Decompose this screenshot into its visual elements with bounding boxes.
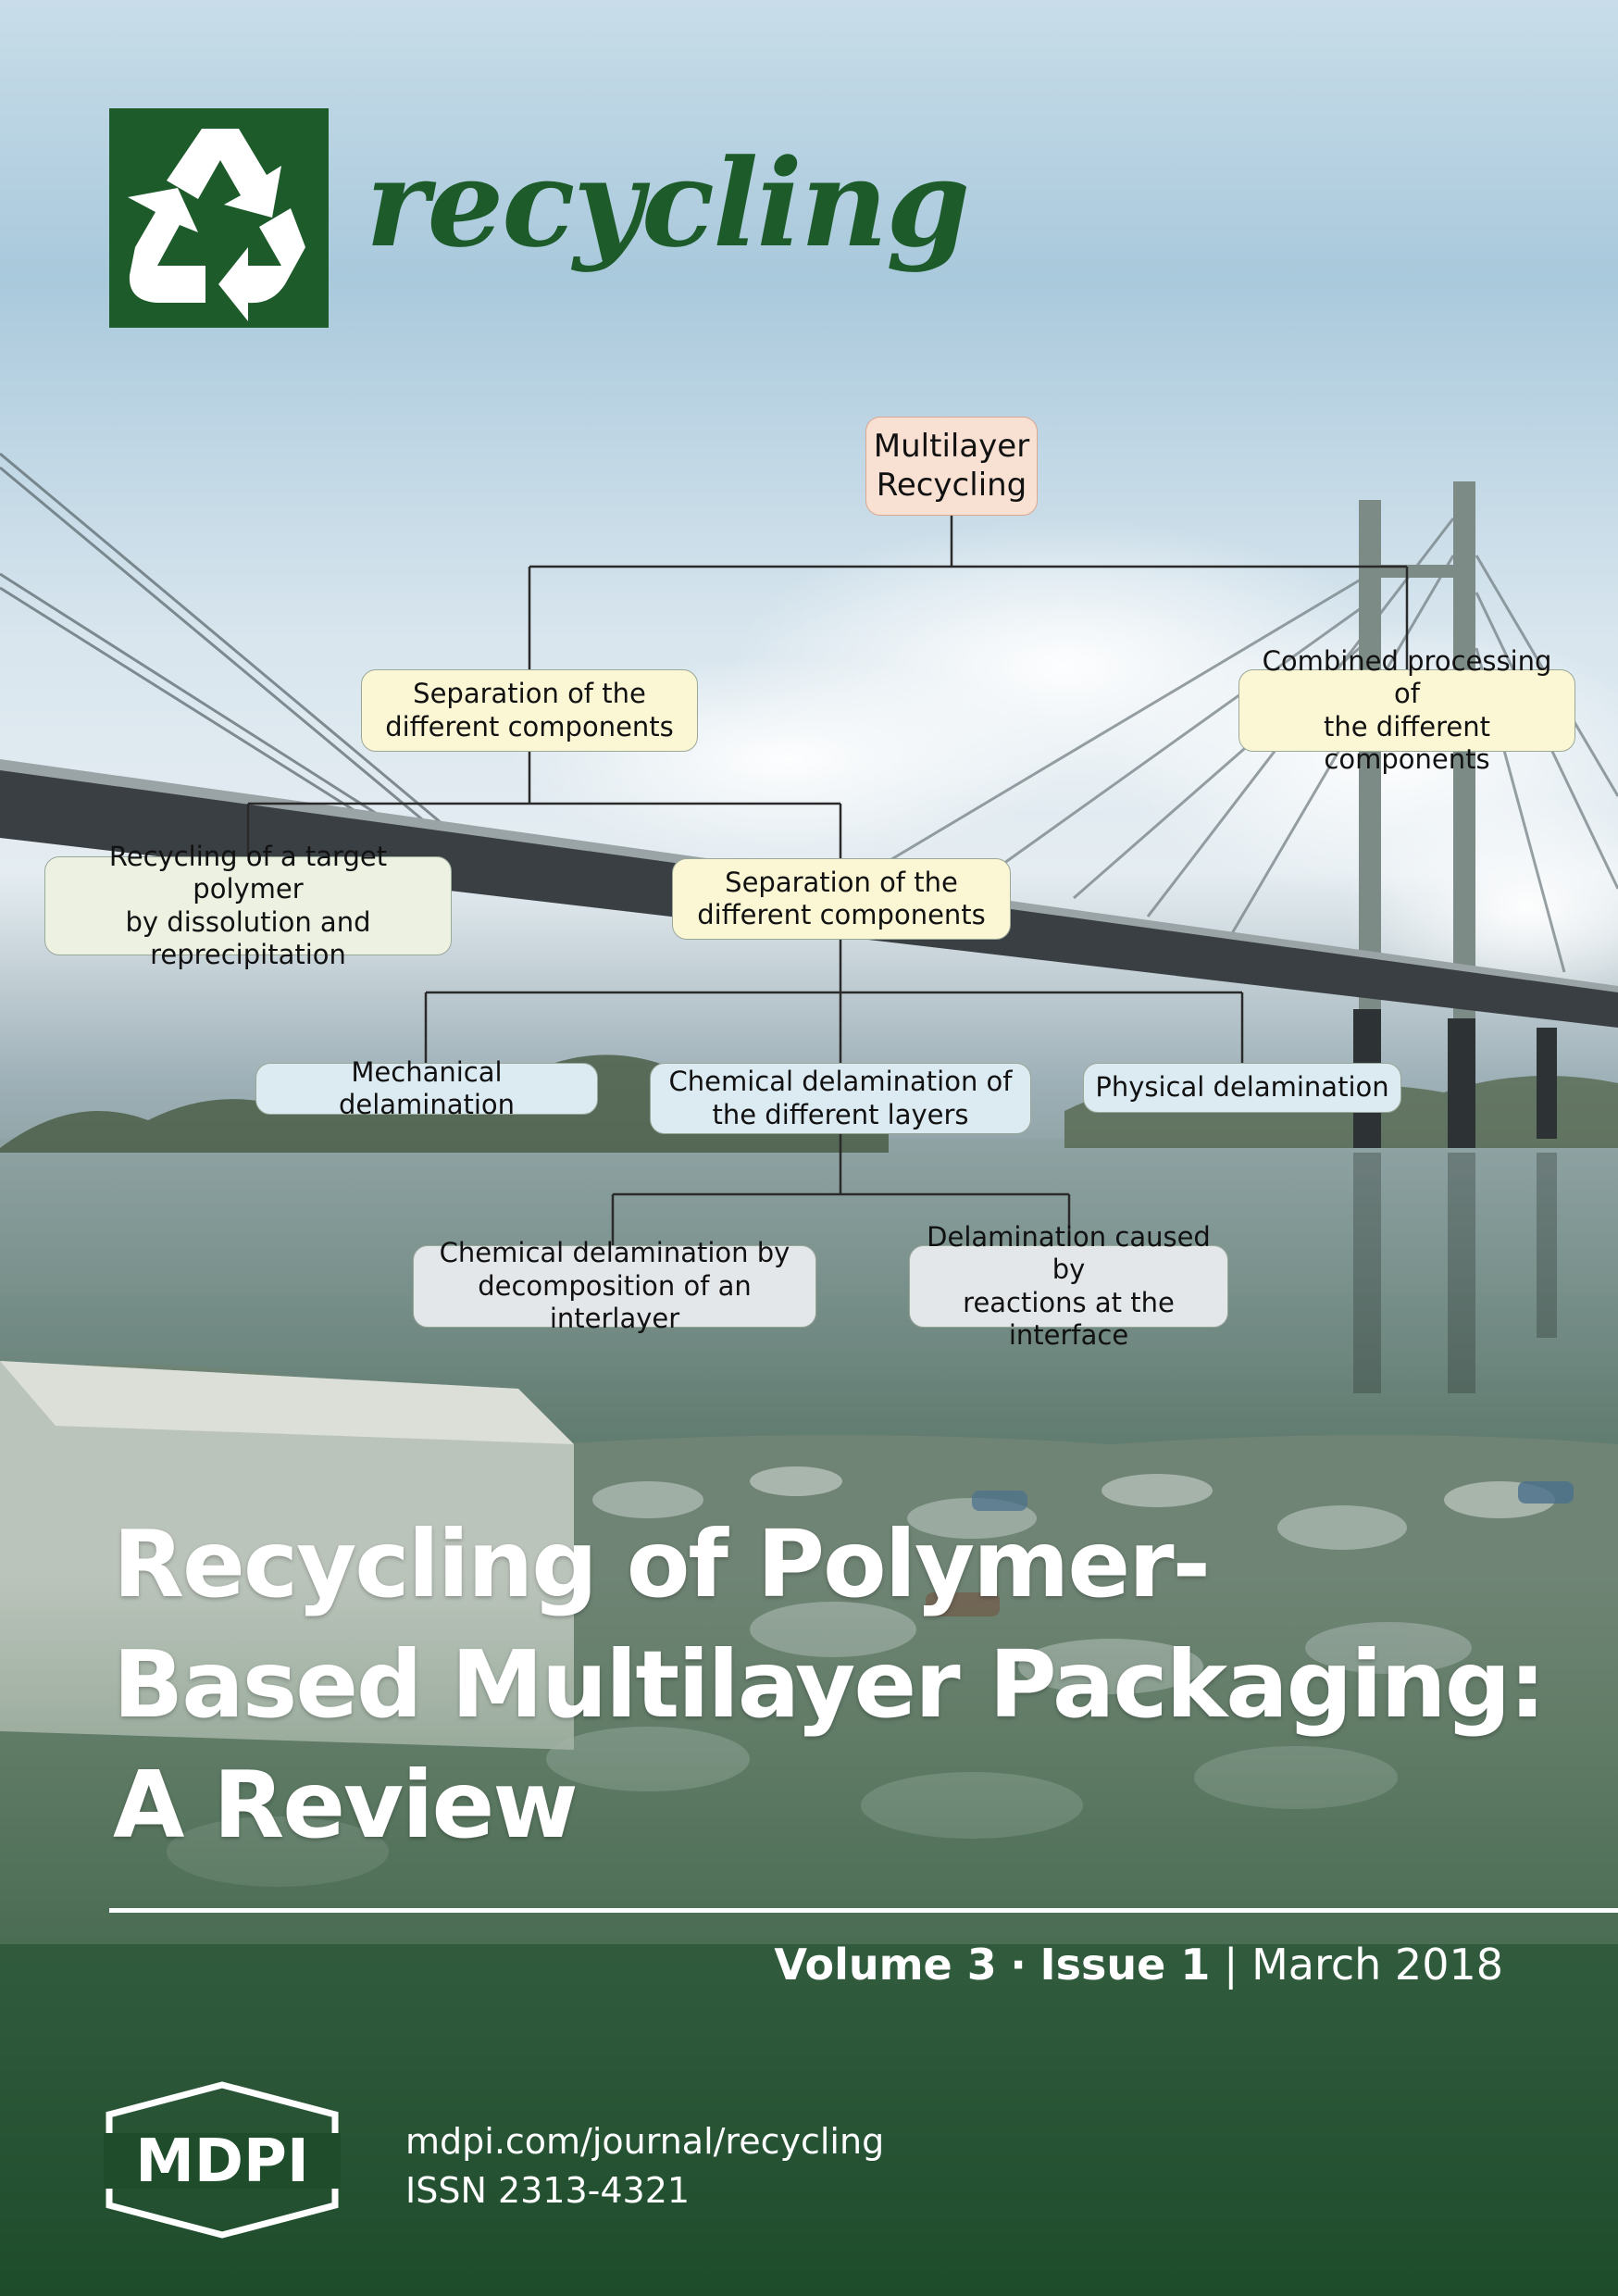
journal-name: recycling	[366, 132, 970, 274]
diagram-node-interlayer: Chemical delamination by decomposition o…	[413, 1237, 816, 1334]
publisher-logo: MDPI	[100, 2081, 344, 2239]
issue-info: Volume 3 · Issue 1 | March 2018	[774, 1940, 1503, 1990]
styrofoam-box	[0, 1361, 574, 1444]
diagram-node-separation-mid: Separation of the different components	[672, 858, 1011, 940]
divider	[109, 1908, 1618, 1913]
water-reflection	[1353, 1153, 1557, 1393]
bridge-pier	[1537, 1028, 1557, 1139]
bridge-pier	[1448, 1018, 1475, 1148]
mdpi-hexagon-icon: MDPI	[100, 2081, 344, 2239]
issue-separator: |	[1223, 1940, 1238, 1990]
publisher-name: MDPI	[135, 2128, 309, 2196]
issue-date: March 2018	[1251, 1940, 1503, 1990]
green-overlay	[0, 1944, 1618, 2296]
diagram-connectors	[246, 516, 1409, 1245]
title-line: A Review	[113, 1751, 579, 1859]
volume-label: Volume 3	[774, 1940, 997, 1990]
bridge-pylon	[1359, 565, 1475, 578]
journal-url[interactable]: mdpi.com/journal/recycling	[405, 2121, 885, 2162]
footer-info: mdpi.com/journal/recycling ISSN 2313-432…	[405, 2117, 884, 2215]
article-title: Recycling of Polymer- Based Multilayer P…	[113, 1504, 1546, 1866]
journal-logo	[109, 108, 329, 328]
diagram-node-mechanical: Mechanical delamination	[255, 1056, 598, 1120]
bridge-cables	[0, 452, 454, 840]
issue-dot: ·	[1010, 1940, 1027, 1990]
recycle-icon	[128, 129, 305, 321]
diagram-node-physical: Physical delamination	[1083, 1063, 1401, 1113]
diagram-node-combined: Combined processing of the different com…	[1238, 645, 1575, 775]
title-line: Recycling of Polymer-	[113, 1510, 1211, 1618]
issue-label: Issue 1	[1039, 1940, 1211, 1990]
diagram-node-dissolution: Recycling of a target polymer by dissolu…	[44, 841, 452, 970]
diagram-node-interface: Delamination caused by reactions at the …	[909, 1221, 1228, 1351]
diagram-node-root: Multilayer Recycling	[865, 417, 1038, 516]
issn: ISSN 2313-4321	[405, 2170, 691, 2212]
diagram-node-chemical: Chemical delamination of the different l…	[650, 1063, 1031, 1134]
diagram-node-separation-top: Separation of the different components	[361, 669, 698, 752]
title-line: Based Multilayer Packaging:	[113, 1630, 1546, 1739]
